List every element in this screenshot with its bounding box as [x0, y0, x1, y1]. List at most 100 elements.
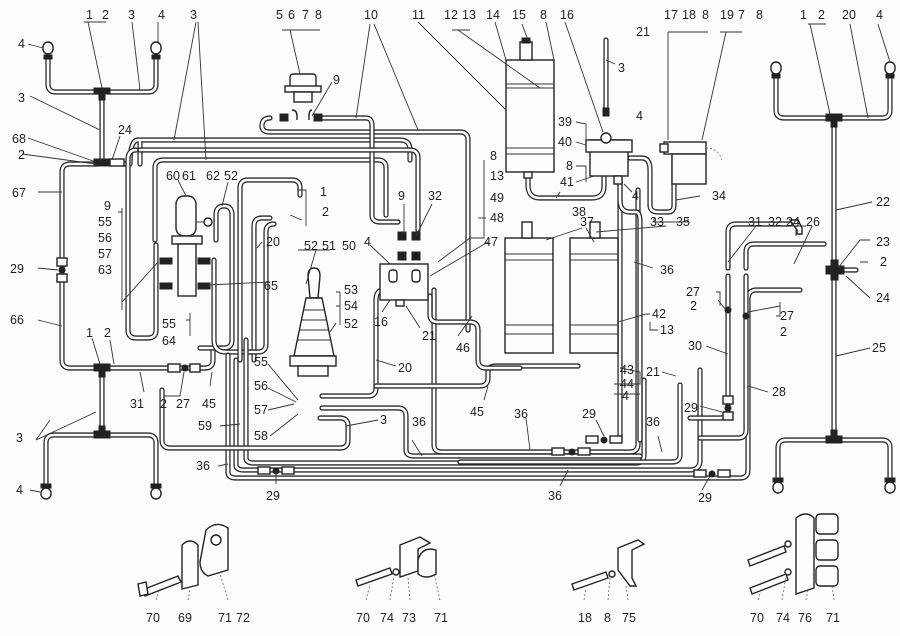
- label-20: 20: [842, 8, 856, 22]
- label-29: 29: [582, 407, 596, 421]
- pipe-bl-right-bore: [104, 433, 158, 490]
- label-36: 36: [646, 415, 660, 429]
- label-20: 20: [266, 235, 280, 249]
- pipe-br-right: [837, 437, 893, 483]
- pipe-65-return-bore: [212, 222, 276, 354]
- coupling-29-bottom-3: [585, 435, 623, 444]
- label-67: 67: [12, 186, 26, 200]
- label-2: 2: [780, 325, 787, 339]
- pipe-10-b-bore: [318, 116, 400, 224]
- clamp-kit-single: [137, 523, 229, 597]
- label-4: 4: [632, 189, 639, 203]
- pipe-network: [43, 37, 893, 491]
- end-cap-br-right: [884, 477, 896, 494]
- label-4: 4: [364, 235, 371, 249]
- label-3: 3: [380, 413, 387, 427]
- relay-valve: [279, 73, 323, 122]
- label-32: 32: [428, 189, 442, 203]
- label-46: 46: [456, 341, 470, 355]
- label-8: 8: [604, 611, 611, 625]
- label-56: 56: [254, 379, 268, 393]
- end-cap-tl-left: [42, 41, 54, 60]
- label-14: 14: [486, 8, 500, 22]
- label-71: 71: [434, 611, 448, 625]
- label-22: 22: [876, 195, 890, 209]
- hand-control-lever: [289, 267, 337, 377]
- label-27: 27: [686, 285, 700, 299]
- label-36: 36: [548, 489, 562, 503]
- label-4: 4: [18, 37, 25, 51]
- coupling-29-left: [56, 257, 68, 283]
- label-51: 51: [322, 239, 336, 253]
- label-58: 58: [254, 429, 268, 443]
- label-13: 13: [462, 8, 476, 22]
- air-tank-right: [569, 221, 619, 354]
- label-2: 2: [322, 205, 329, 219]
- label-1: 1: [800, 8, 807, 22]
- label-3: 3: [190, 8, 197, 22]
- pipe-28-26: [697, 241, 827, 441]
- label-2: 2: [818, 8, 825, 22]
- clamp-kit-bracket: [355, 536, 437, 587]
- pipe-38-bore: [526, 174, 606, 200]
- label-3: 3: [18, 91, 25, 105]
- end-cap-tr-right: [884, 61, 896, 79]
- label-27: 27: [780, 309, 794, 323]
- air-filter: [659, 141, 723, 185]
- pipe-bl-right: [103, 432, 159, 491]
- label-36: 36: [514, 407, 528, 421]
- label-8: 8: [490, 149, 497, 163]
- pipe-3-inner-bore: [153, 158, 388, 242]
- label-70: 70: [146, 611, 160, 625]
- label-4: 4: [158, 8, 165, 22]
- pipe-tl-right-branch-bore: [106, 54, 158, 94]
- label-55: 55: [162, 317, 176, 331]
- label-44: 44: [620, 377, 634, 391]
- label-56: 56: [98, 231, 112, 245]
- pipe-tr-left: [773, 69, 831, 121]
- label-31: 31: [130, 397, 144, 411]
- pipe-tl-left-branch-bore: [46, 54, 102, 94]
- label-24: 24: [876, 291, 890, 305]
- label-2: 2: [690, 299, 697, 313]
- pipe-upper-right-bore: [138, 148, 420, 232]
- label-13: 13: [660, 323, 674, 337]
- label-50: 50: [342, 239, 356, 253]
- label-65: 65: [264, 279, 278, 293]
- coupling-27: [167, 363, 201, 373]
- label-9: 9: [333, 73, 340, 87]
- label-36: 36: [660, 263, 674, 277]
- pipe-3-loop-bore: [126, 148, 158, 340]
- label-20: 20: [398, 361, 412, 375]
- coupling-29-bottom-1: [257, 466, 295, 475]
- unloader-valve: [585, 107, 633, 185]
- pipe-bl-left: [43, 432, 103, 491]
- label-74: 74: [380, 611, 394, 625]
- end-cap-tl-right: [150, 41, 162, 60]
- label-68: 68: [12, 132, 26, 146]
- label-15: 15: [512, 8, 526, 22]
- label-38: 38: [572, 205, 586, 219]
- label-34: 34: [712, 189, 726, 203]
- label-45: 45: [202, 397, 216, 411]
- pipe-36-c-bore: [432, 188, 640, 454]
- pipe-1-2: [237, 177, 303, 363]
- label-61: 61: [182, 169, 196, 183]
- label-21: 21: [422, 329, 436, 343]
- label-70: 70: [356, 611, 370, 625]
- pipe-28-26-bore: [698, 242, 826, 440]
- cross-fitting-right: [825, 259, 845, 281]
- tee-fitting-top-left: [93, 87, 111, 101]
- pipe-3-s-bore: [160, 388, 350, 450]
- label-71: 71: [218, 611, 232, 625]
- label-29: 29: [10, 262, 24, 276]
- leader-lines-clamps: [155, 573, 835, 601]
- tee-fitting-68: [93, 158, 125, 167]
- pipe-tr-right: [837, 69, 893, 121]
- pipe-36-bundle-2-bore: [244, 338, 646, 465]
- label-25: 25: [872, 341, 886, 355]
- label-16: 16: [374, 315, 388, 329]
- label-8: 8: [315, 8, 322, 22]
- label-1: 1: [86, 8, 93, 22]
